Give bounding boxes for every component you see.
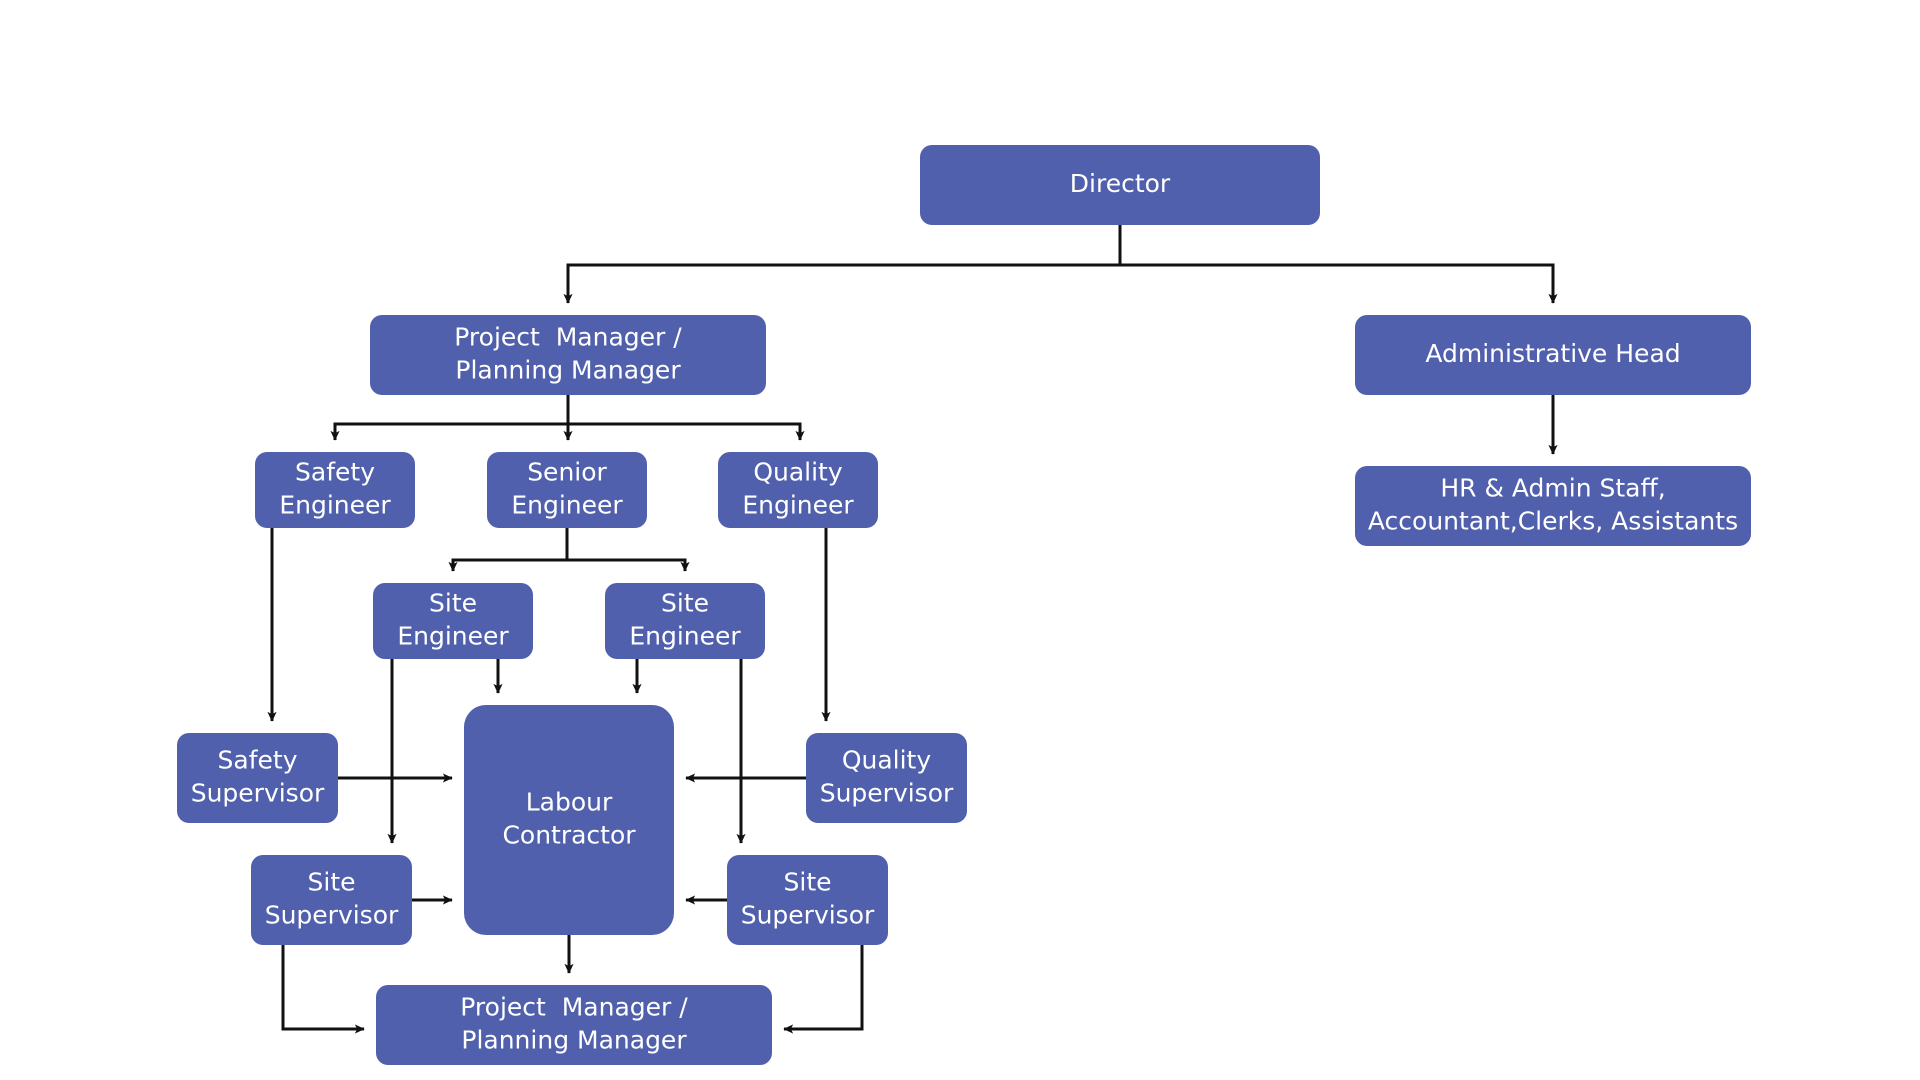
node-box-safety-engineer[interactable] [255, 452, 415, 528]
edge-senior-engineer-to-site-engineer-left [448, 528, 569, 572]
node-project-manager-planning-manager-bottom[interactable]: Project Manager / Planning Manager [376, 985, 772, 1065]
node-label-administrative-head-line-1: Administrative Head [1425, 339, 1680, 368]
node-box-senior-engineer[interactable] [487, 452, 647, 528]
node-label-safety-supervisor-line-2: Supervisor [191, 779, 325, 808]
edge-director-to-administrative-head [1118, 225, 1558, 304]
node-label-site-supervisor-right-line-1: Site [784, 868, 832, 897]
node-box-site-supervisor-left[interactable] [251, 855, 412, 945]
node-label-project-manager-planning-manager-top-line-1: Project Manager / [454, 323, 682, 352]
node-label-site-engineer-left-line-1: Site [429, 589, 477, 618]
node-label-director-line-1: Director [1070, 169, 1171, 198]
node-label-site-supervisor-left-line-2: Supervisor [265, 901, 399, 930]
node-box-director[interactable] [920, 145, 1320, 225]
node-administrative-head[interactable]: Administrative Head [1355, 315, 1751, 395]
node-label-project-manager-planning-manager-bottom-line-2: Planning Manager [461, 1026, 687, 1055]
edge-site-supervisor-left-to-project-manager-bottom [281, 945, 365, 1034]
node-label-site-engineer-right-line-2: Engineer [629, 622, 741, 651]
node-box-site-supervisor-right[interactable] [727, 855, 888, 945]
node-label-quality-supervisor-line-2: Supervisor [820, 779, 954, 808]
edge-project-manager-to-quality-engineer [566, 395, 805, 441]
node-label-site-engineer-right-line-1: Site [661, 589, 709, 618]
node-label-safety-supervisor-line-1: Safety [218, 746, 298, 775]
node-label-site-supervisor-right-line-2: Supervisor [741, 901, 875, 930]
node-box-hr-admin-staff[interactable] [1355, 466, 1751, 546]
node-label-site-engineer-left-line-2: Engineer [397, 622, 509, 651]
node-label-labour-contractor-line-1: Labour [526, 788, 613, 817]
edge-project-manager-to-safety-engineer [330, 395, 570, 441]
node-label-safety-engineer-line-1: Safety [295, 458, 375, 487]
node-label-senior-engineer-line-2: Engineer [511, 491, 623, 520]
node-box-administrative-head[interactable] [1355, 315, 1751, 395]
node-box-quality-engineer[interactable] [718, 452, 878, 528]
node-label-quality-supervisor-line-1: Quality [842, 746, 932, 775]
node-box-safety-supervisor[interactable] [177, 733, 338, 823]
node-label-site-supervisor-left-line-1: Site [308, 868, 356, 897]
node-hr-admin-staff[interactable]: HR & Admin Staff, Accountant,Clerks, Assi… [1355, 466, 1751, 546]
node-label-quality-engineer-line-2: Engineer [742, 491, 854, 520]
edge-site-supervisor-right-to-project-manager-bottom [783, 945, 864, 1034]
node-box-labour-contractor[interactable] [464, 705, 674, 935]
node-project-manager-planning-manager-top[interactable]: Project Manager / Planning Manager [370, 315, 766, 395]
node-box-site-engineer-left[interactable] [373, 583, 533, 659]
node-label-hr-admin-staff-line-1: HR & Admin Staff, [1440, 474, 1665, 503]
node-label-project-manager-planning-manager-bottom-line-1: Project Manager / [460, 993, 688, 1022]
node-label-labour-contractor-line-2: Contractor [502, 821, 636, 850]
node-label-senior-engineer-line-1: Senior [527, 458, 607, 487]
edges-layer [267, 225, 1558, 1034]
node-box-project-manager-planning-manager-bottom[interactable] [376, 985, 772, 1065]
edge-director-to-project-manager [563, 225, 1122, 304]
edge-senior-engineer-to-site-engineer-right [565, 528, 690, 572]
node-box-site-engineer-right[interactable] [605, 583, 765, 659]
node-label-quality-engineer-line-1: Quality [753, 458, 843, 487]
node-label-project-manager-planning-manager-top-line-2: Planning Manager [455, 356, 681, 385]
node-box-project-manager-planning-manager-top[interactable] [370, 315, 766, 395]
node-director[interactable]: Director [920, 145, 1320, 225]
node-label-hr-admin-staff-line-2: Accountant,Clerks, Assistants [1368, 507, 1738, 536]
node-label-safety-engineer-line-2: Engineer [279, 491, 391, 520]
node-box-quality-supervisor[interactable] [806, 733, 967, 823]
